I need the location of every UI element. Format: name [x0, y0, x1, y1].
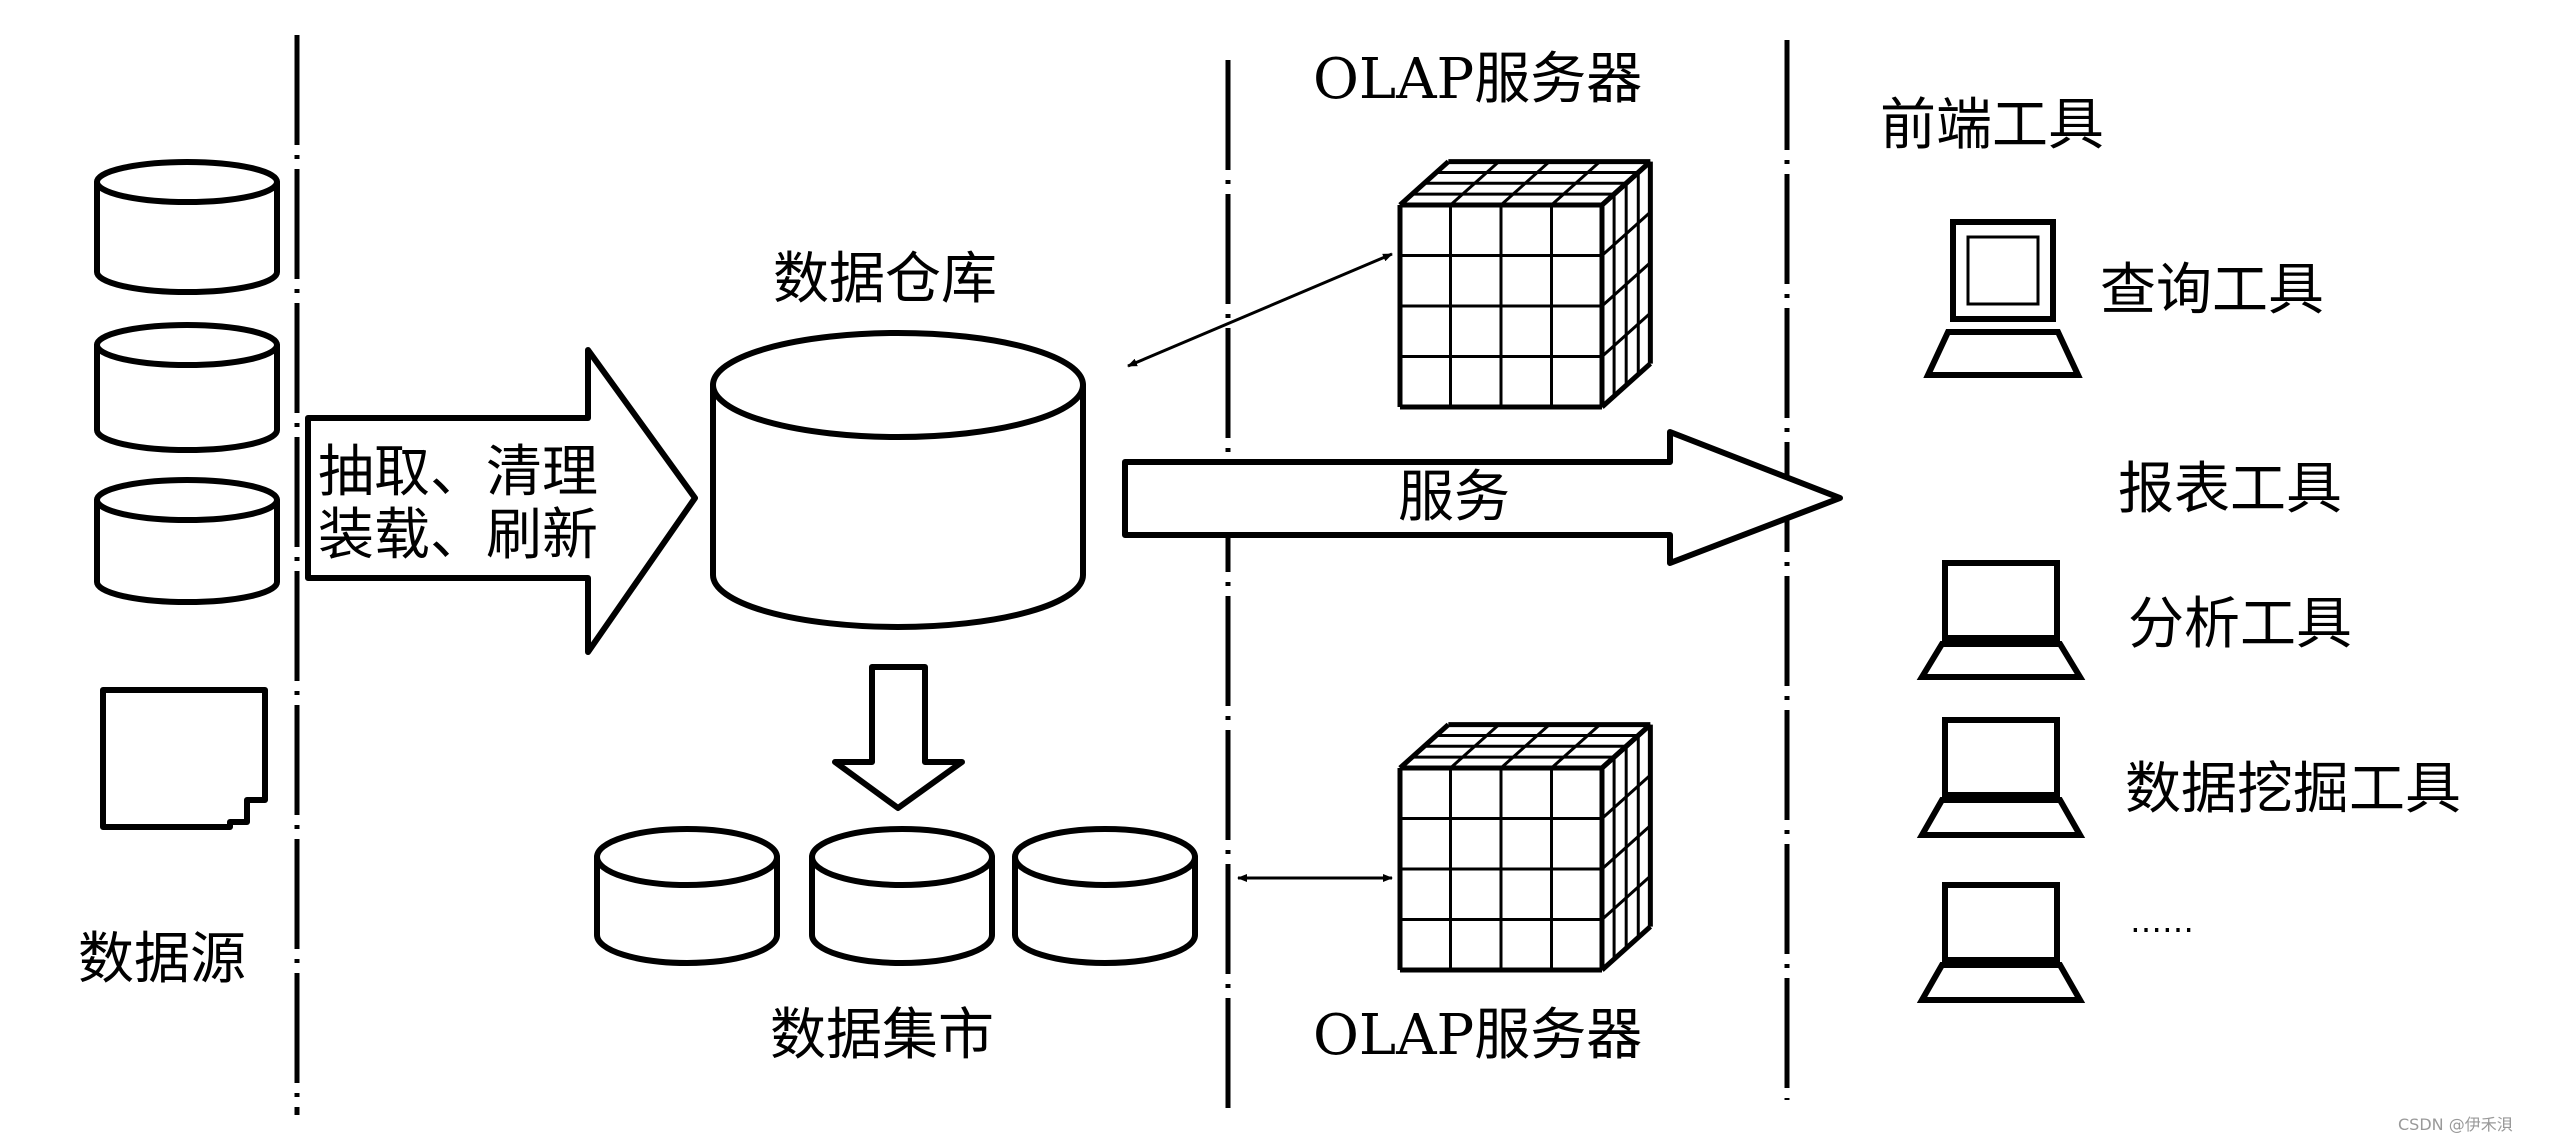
etl-label-line1: 抽取、清理 — [318, 440, 598, 505]
mart-cylinder-2 — [809, 826, 995, 966]
source-cylinder-1 — [94, 159, 280, 295]
olap-cube-bottom — [1397, 722, 1653, 973]
data-source-label: 数据源 — [78, 927, 246, 992]
service-label: 服务 — [1398, 465, 1510, 530]
computer-query — [1923, 219, 2083, 378]
source-document — [100, 687, 268, 830]
service-arrow — [1122, 429, 1843, 566]
computer-mining — [1916, 717, 2086, 838]
etl-arrow — [305, 347, 698, 655]
olap-cube-top — [1397, 159, 1653, 410]
warehouse-olap-double-arrow — [1127, 252, 1393, 368]
warehouse-label: 数据仓库 — [773, 247, 997, 312]
report-tool-label: 报表工具 — [2118, 457, 2342, 522]
source-cylinder-2 — [94, 322, 280, 453]
mining-tool-label: 数据挖掘工具 — [2125, 757, 2461, 822]
etl-label-line2: 装载、刷新 — [318, 503, 598, 568]
watermark: CSDN @伊禾浿 — [2398, 1115, 2513, 1134]
mart-cylinder-3 — [1012, 826, 1198, 966]
source-cylinder-3 — [94, 477, 280, 605]
query-tool-label: 查询工具 — [2100, 258, 2324, 323]
computer-analysis — [1916, 560, 2086, 680]
olap-bottom-label: OLAP服务器 — [1313, 1003, 1643, 1068]
frontend-label: 前端工具 — [1880, 93, 2104, 158]
ellipsis-label: …… — [2130, 902, 2194, 940]
mart-cylinder-1 — [594, 826, 780, 966]
warehouse-cylinder — [710, 330, 1086, 630]
analysis-tool-label: 分析工具 — [2128, 592, 2352, 657]
down-arrow — [832, 664, 965, 811]
data-mart-label: 数据集市 — [770, 1003, 994, 1068]
olap-top-label: OLAP服务器 — [1313, 47, 1643, 112]
computer-more — [1916, 882, 2086, 1003]
